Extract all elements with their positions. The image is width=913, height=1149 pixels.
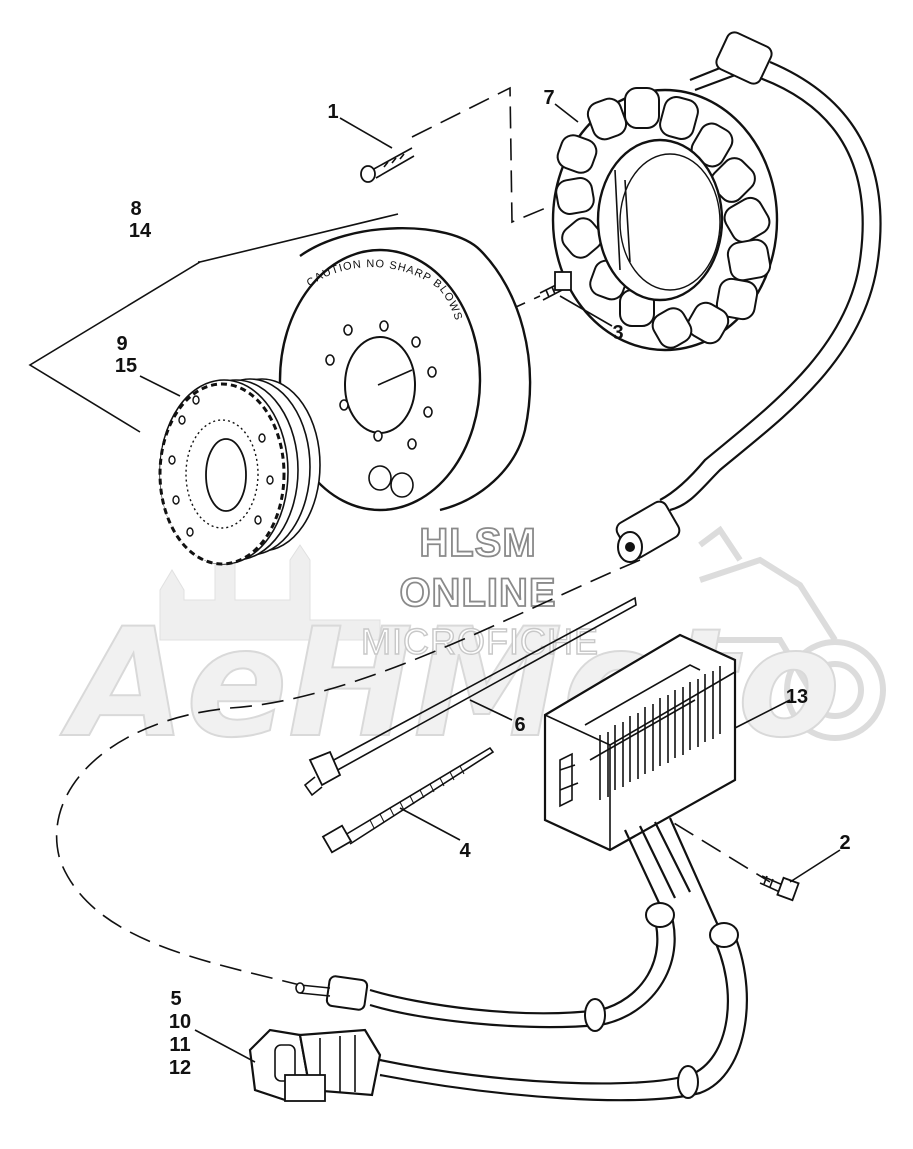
callout-11: 11 xyxy=(169,1034,190,1056)
callout-8: 8 xyxy=(130,198,141,220)
harness-connector xyxy=(248,1028,382,1102)
watermark-line-3: MICROFICHE xyxy=(361,621,599,662)
callout-2: 2 xyxy=(839,832,850,854)
regulator-harness xyxy=(369,817,748,1102)
screw-1 xyxy=(360,147,415,183)
callout-10: 10 xyxy=(169,1011,191,1033)
callout-3: 3 xyxy=(612,322,623,344)
watermark-line-2: ONLINE xyxy=(399,571,556,615)
stator xyxy=(551,87,779,352)
stator-lead xyxy=(615,31,882,563)
watermark-motorcycle-icon xyxy=(698,525,886,741)
stator-connector xyxy=(615,500,681,563)
voltage-regulator xyxy=(543,633,737,852)
watermark-line-1: HLSM xyxy=(419,521,536,565)
callout-12: 12 xyxy=(169,1057,191,1079)
harness-plug xyxy=(295,975,369,1011)
callout-7: 7 xyxy=(543,87,554,109)
callout-1: 1 xyxy=(327,101,338,123)
callout-13: 13 xyxy=(786,686,808,708)
cable-tie-anchor-6 xyxy=(303,596,637,797)
bolt-2 xyxy=(759,875,800,902)
callout-5: 5 xyxy=(170,988,181,1010)
starter-sprocket xyxy=(158,378,321,566)
callout-14: 14 xyxy=(129,220,152,242)
flywheel-rotor: CAUTION NO SHARP BLOWS xyxy=(278,227,532,512)
screw-3 xyxy=(539,271,572,301)
callout-15: 15 xyxy=(115,355,137,377)
leader-lines xyxy=(28,103,841,1063)
callout-9: 9 xyxy=(116,333,127,355)
callout-4: 4 xyxy=(459,840,471,862)
callout-6: 6 xyxy=(514,714,525,736)
callout-numbers: 1 7 8 14 9 15 3 6 13 4 2 5 10 11 12 xyxy=(115,87,851,1079)
cable-tie-4 xyxy=(321,746,495,854)
watermark: AeHMoto HLSM ONLINE MICROFICHE xyxy=(59,513,886,772)
